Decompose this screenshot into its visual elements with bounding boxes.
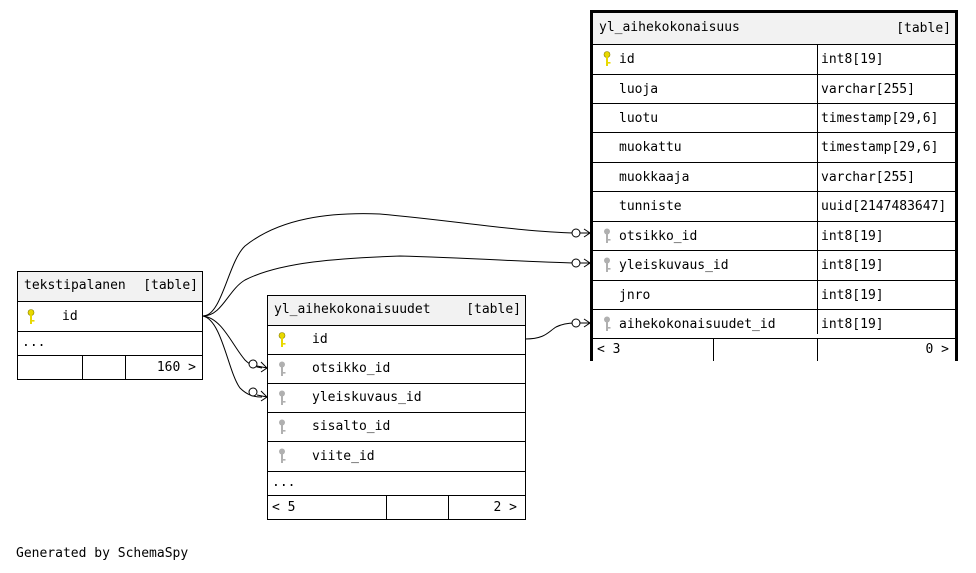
generated-by-note: Generated by SchemaSpy [16, 546, 189, 561]
connector-tekstipalanen-to-aihekokonaisuus-otsikko [202, 213, 576, 317]
column-name: aihekokonaisuudet_id [619, 317, 776, 332]
primary-key-icon [27, 309, 35, 324]
column-name: yleiskuvaus_id [619, 258, 729, 273]
connector-end-circle [571, 228, 581, 238]
column-type: int8[19] [821, 288, 884, 303]
table-header: yl_aihekokonaisuudet [table] [268, 296, 525, 325]
column-type: timestamp[29,6] [821, 140, 939, 155]
column-name: jnro [619, 288, 651, 303]
foreign-key-icon [604, 228, 611, 243]
column-row[interactable]: id [18, 301, 202, 331]
connector-crowfoot [580, 258, 591, 268]
connector-end-circle [248, 387, 258, 397]
column-name: id [312, 332, 328, 347]
column-row[interactable]: luoja varchar[255] [593, 74, 955, 103]
table-name: tekstipalanen [24, 278, 126, 293]
column-row[interactable]: otsikko_id [268, 354, 525, 383]
connector-aihekokonaisuudet-to-aihekokonaisuus [524, 322, 576, 340]
column-row[interactable]: viite_id [268, 441, 525, 471]
footer-child-count[interactable]: 0 > [925, 342, 949, 357]
column-name: otsikko_id [312, 361, 391, 376]
connector-tekstipalanen-to-aihekokonaisuus-yleiskuvaus [202, 255, 576, 317]
column-row[interactable]: muokkaaja varchar[255] [593, 162, 955, 191]
table-kind: [table] [896, 21, 951, 36]
column-row[interactable]: sisalto_id [268, 412, 525, 441]
footer-parent-count[interactable]: < 3 [597, 342, 621, 357]
column-row[interactable]: yleiskuvaus_id [268, 383, 525, 412]
more-columns-ellipsis: ... [18, 331, 202, 355]
table-tekstipalanen[interactable]: tekstipalanen [table] id ... 160 > [17, 271, 203, 380]
table-kind: [table] [466, 302, 521, 317]
footer-child-count[interactable]: 2 > [493, 500, 517, 515]
connector-crowfoot [580, 228, 591, 238]
table-name: yl_aihekokonaisuus [599, 20, 740, 35]
column-row[interactable]: id int8[19] [593, 44, 955, 74]
column-row[interactable]: tunniste uuid[2147483647] [593, 191, 955, 221]
column-name: id [62, 309, 78, 324]
table-footer: < 3 0 > [593, 338, 955, 361]
connector-crowfoot [580, 318, 591, 328]
column-type: int8[19] [821, 52, 884, 67]
table-kind: [table] [143, 278, 198, 293]
footer-parent-count[interactable]: < 5 [272, 500, 296, 515]
column-row[interactable]: otsikko_id int8[19] [593, 221, 955, 250]
footer-child-count[interactable]: 160 > [156, 360, 196, 375]
column-name: luoja [619, 82, 659, 97]
column-row[interactable]: muokattu timestamp[29,6] [593, 132, 955, 162]
table-yl-aihekokonaisuus[interactable]: yl_aihekokonaisuus [table] id int8[19] l… [590, 10, 958, 361]
footer-divider [386, 496, 387, 519]
footer-divider [448, 496, 449, 519]
footer-divider [82, 356, 83, 379]
column-row[interactable]: yleiskuvaus_id int8[19] [593, 250, 955, 280]
footer-divider [125, 356, 126, 379]
column-type: timestamp[29,6] [821, 111, 939, 126]
column-type: int8[19] [821, 317, 884, 332]
column-row[interactable]: luotu timestamp[29,6] [593, 103, 955, 132]
connector-end-circle [248, 359, 258, 369]
column-name: viite_id [312, 449, 375, 464]
foreign-key-icon [279, 361, 286, 376]
primary-key-icon [603, 51, 611, 66]
column-name: yleiskuvaus_id [312, 390, 422, 405]
primary-key-icon [278, 332, 286, 347]
foreign-key-icon [604, 257, 611, 272]
column-type: varchar[255] [821, 170, 915, 185]
table-header: tekstipalanen [table] [18, 272, 202, 301]
column-name: luotu [619, 111, 659, 126]
footer-divider [713, 339, 714, 361]
column-name: otsikko_id [619, 229, 698, 244]
connector-crowfoot [256, 390, 268, 402]
column-name: tunniste [619, 199, 682, 214]
column-name: muokkaaja [619, 170, 690, 185]
connector-end-circle [571, 318, 581, 328]
column-type: varchar[255] [821, 82, 915, 97]
foreign-key-icon [279, 448, 286, 463]
column-row[interactable]: id [268, 325, 525, 354]
table-name: yl_aihekokonaisuudet [274, 302, 431, 317]
table-header: yl_aihekokonaisuus [table] [593, 13, 955, 44]
table-footer: < 5 2 > [268, 495, 525, 519]
table-yl-aihekokonaisuudet[interactable]: yl_aihekokonaisuudet [table] id otsikko_… [267, 295, 526, 520]
foreign-key-icon [279, 390, 286, 405]
footer-divider [817, 339, 818, 361]
column-name: muokattu [619, 140, 682, 155]
table-footer: 160 > [18, 355, 202, 379]
type-column-divider [817, 44, 818, 334]
foreign-key-icon [604, 316, 611, 331]
column-type: uuid[2147483647] [821, 199, 947, 214]
column-name: sisalto_id [312, 419, 391, 434]
column-type: int8[19] [821, 229, 884, 244]
foreign-key-icon [279, 419, 286, 434]
column-type: int8[19] [821, 258, 884, 273]
connector-end-circle [571, 258, 581, 268]
column-row[interactable]: jnro int8[19] [593, 280, 955, 309]
connector-tekstipalanen-to-aihekokonaisuudet-yleiskuvaus [202, 315, 263, 398]
column-row[interactable]: aihekokonaisuudet_id int8[19] [593, 309, 955, 338]
column-name: id [619, 52, 635, 67]
more-columns-ellipsis: ... [268, 471, 525, 495]
